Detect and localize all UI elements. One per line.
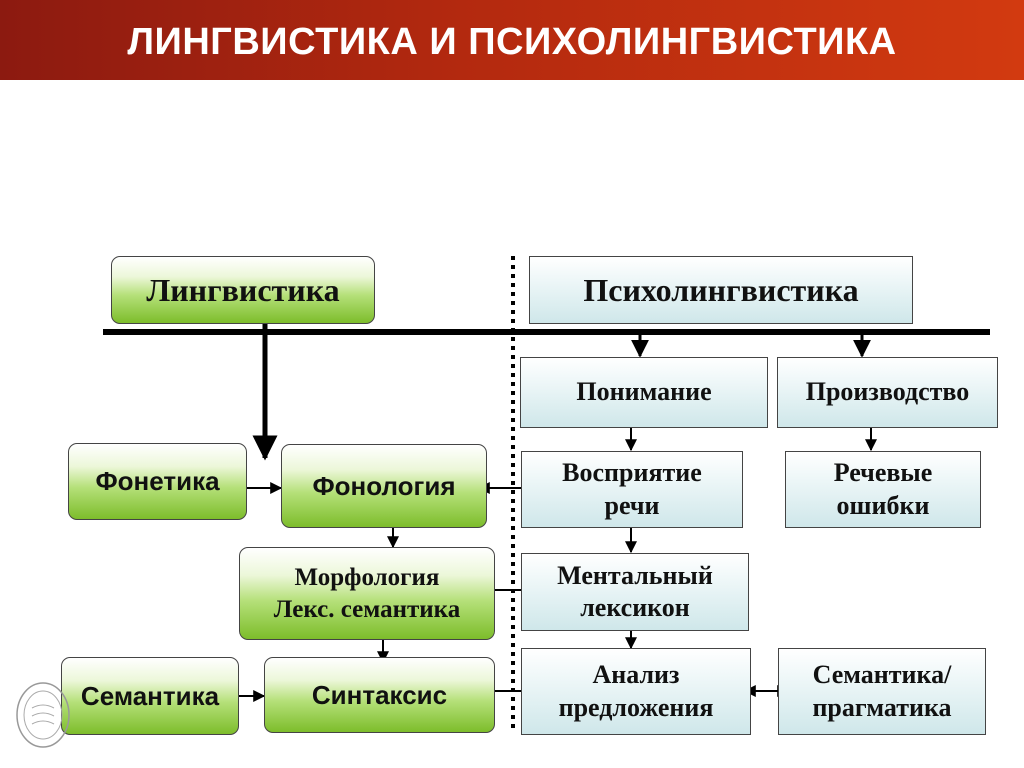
production-box: Производство [777,357,998,428]
page-title: ЛИНГВИСТИКА И ПСИХОЛИНГВИСТИКА [127,21,897,63]
sentence-analysis-box: Анализ предложения [521,648,751,735]
lexicon-label: лексикон [580,593,690,622]
perception-label: Восприятие [562,458,702,487]
header-bar: ЛИНГВИСТИКА И ПСИХОЛИНГВИСТИКА [0,0,1024,80]
syntax-label: Синтаксис [311,679,448,710]
morphology-box: Морфология Лекс. семантика [239,547,495,640]
lexical-semantics-label: Лекс. семантика [273,595,461,623]
semantics-label: Семантика [80,680,220,711]
phonology-box: Фонология [281,444,487,528]
pragmatics-label: прагматика [812,692,952,722]
semantics-pragmatics-box: Семантика/ прагматика [778,648,986,735]
production-label: Производство [805,377,970,407]
phonology-label: Фонология [312,470,456,501]
college-seal-logo [16,682,70,748]
psycholinguistics-box: Психолингвистика [529,256,913,324]
comprehension-label: Понимание [576,377,712,407]
comprehension-box: Понимание [520,357,768,428]
linguistics-label: Лингвистика [146,272,340,308]
speech-errors-box: Речевые ошибки [785,451,981,528]
semantics-slash-label: Семантика/ [812,660,952,689]
perception-box: Восприятие речи [521,451,743,528]
analysis-label: Анализ [592,660,680,689]
semantics-box: Семантика [61,657,239,735]
syntax-box: Синтаксис [264,657,495,733]
speech-label: речи [604,490,660,520]
phonetics-label: Фонетика [95,466,220,497]
errors-label: ошибки [836,490,930,520]
linguistics-box: Лингвистика [111,256,375,324]
speech-errors-label: Речевые [833,458,933,487]
psycholinguistics-label: Психолингвистика [583,272,859,308]
mental-label: Ментальный [557,560,713,590]
morphology-label: Морфология [294,564,440,592]
sentence-label: предложения [558,692,714,722]
phonetics-box: Фонетика [68,443,247,520]
mental-lexicon-box: Ментальный лексикон [521,553,749,631]
